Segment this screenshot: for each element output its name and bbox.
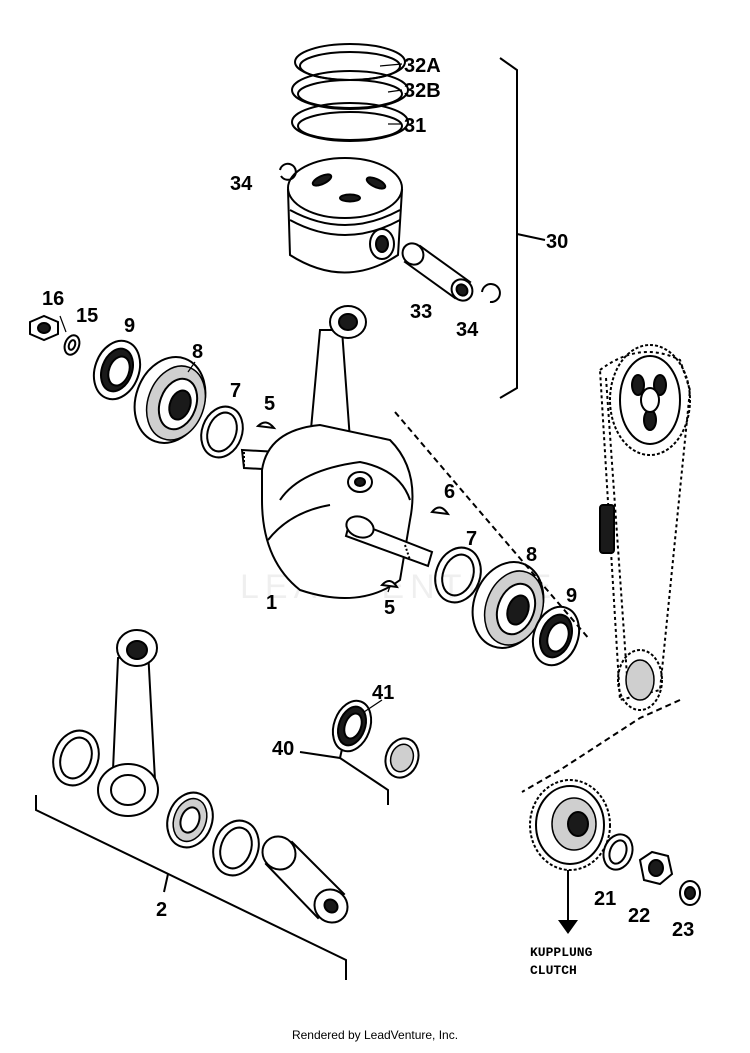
clutch-gear [529, 779, 611, 871]
callout-9-left: 9 [124, 315, 135, 337]
callout-41: 41 [372, 682, 394, 704]
con-rod-2 [97, 629, 159, 817]
chain-sprocket-lower [617, 649, 663, 711]
callout-23: 23 [672, 919, 694, 941]
shim-7-right [434, 546, 482, 604]
clutch-note-line1: KUPPLUNG [530, 945, 593, 960]
washer-21 [602, 833, 634, 871]
callout-21: 21 [594, 888, 616, 910]
circlip-34-top [279, 162, 297, 181]
callout-5-top: 5 [264, 393, 275, 415]
woodruff-key-5-bottom [380, 580, 399, 589]
footer-credit: Rendered by LeadVenture, Inc. [291, 1028, 459, 1042]
callout-40: 40 [272, 738, 294, 760]
thrust-washer-right [212, 819, 260, 877]
callout-8-right: 8 [526, 544, 537, 566]
clutch-note-line2: CLUTCH [530, 963, 577, 978]
nut-22 [638, 850, 674, 886]
callout-16: 16 [42, 288, 64, 310]
callout-30: 30 [546, 231, 568, 253]
thrust-washer-left [52, 729, 100, 787]
callout-6: 6 [444, 481, 455, 503]
bracket-2 [35, 795, 347, 980]
callout-7-left: 7 [230, 380, 241, 402]
callout-1: 1 [266, 592, 277, 614]
callout-5-bottom: 5 [384, 597, 395, 619]
piston-pin-33 [401, 242, 474, 302]
needle-bearing [166, 791, 214, 849]
callout-32a: 32A [404, 55, 441, 77]
chain-connector [599, 504, 615, 554]
bearing-8-left [133, 356, 207, 444]
callout-32b: 32B [404, 80, 441, 102]
piston-ring-32b [291, 70, 409, 110]
primary-chain [598, 351, 692, 702]
callout-34-bottom: 34 [456, 319, 479, 341]
callout-22: 22 [628, 905, 650, 927]
callout-2: 2 [156, 899, 167, 921]
crank-pin [261, 835, 349, 924]
circlip-34-bottom [481, 283, 501, 304]
leader-lines [59, 63, 403, 713]
callout-8-left: 8 [192, 341, 203, 363]
shaft-seal-9-left [92, 339, 142, 401]
shaft-seal-9-right [531, 605, 581, 667]
bushing-40 [384, 737, 420, 779]
callout-15: 15 [76, 305, 98, 327]
callout-7-right: 7 [466, 528, 477, 550]
washer-23 [679, 880, 701, 906]
woodruff-key-5-top [255, 421, 277, 430]
crankshaft-1 [240, 305, 434, 599]
piston-ring-31 [291, 102, 409, 142]
shim-7-left [200, 405, 244, 459]
alignment-line-clutch [521, 699, 681, 793]
chain-sprocket-upper [609, 344, 691, 456]
bearing-8-right [471, 561, 545, 649]
piston-ring-32a [294, 43, 406, 81]
callout-33: 33 [410, 301, 432, 323]
ring-41 [331, 699, 373, 753]
callout-34-top: 34 [230, 173, 253, 195]
woodruff-key-6 [430, 506, 451, 516]
lock-washer-15 [63, 334, 81, 356]
nut-16 [29, 314, 59, 342]
piston [286, 157, 404, 274]
arrow-down-icon [558, 920, 578, 934]
callout-31: 31 [404, 115, 426, 137]
bracket-30 [499, 57, 546, 399]
alignment-line-crank [394, 411, 591, 641]
callout-9-right: 9 [566, 585, 577, 607]
